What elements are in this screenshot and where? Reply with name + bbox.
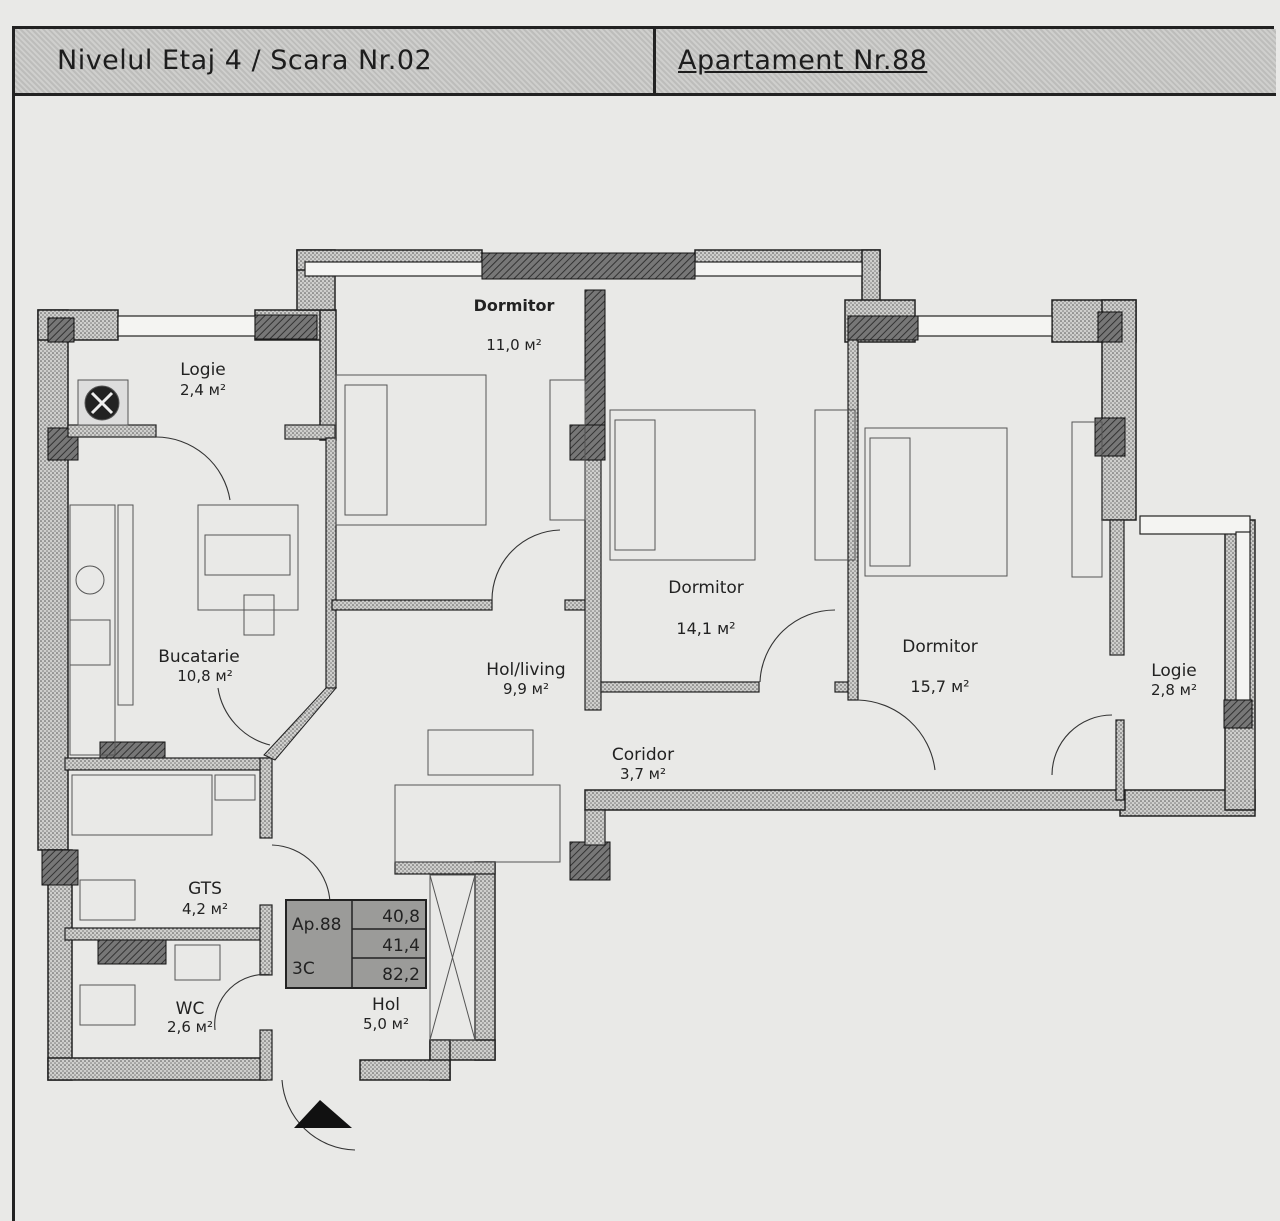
summary-value-2: 41,4 <box>382 936 420 956</box>
kitchen-diagonal-wall <box>263 687 338 761</box>
summary-value-3: 82,2 <box>382 965 420 985</box>
interior-walls <box>64 339 1125 1081</box>
logie-2-name: Logie <box>1151 661 1197 681</box>
sheet-frame <box>12 26 1274 1221</box>
dormitor-1-name: Dormitor <box>474 296 555 315</box>
coridor-area: 3,7 м² <box>620 765 666 783</box>
dormitor-3-name: Dormitor <box>902 637 978 657</box>
hol-living-area: 9,9 м² <box>503 680 549 698</box>
logie-2-area: 2,8 м² <box>1151 681 1197 699</box>
wc-area: 2,6 м² <box>167 1018 213 1036</box>
bucatarie-area: 10,8 м² <box>177 667 233 685</box>
bucatarie-name: Bucatarie <box>158 647 239 667</box>
furniture <box>69 374 1103 1041</box>
dormitor-3-area: 15,7 м² <box>910 677 969 696</box>
hol-name: Hol <box>372 995 400 1015</box>
summary-type: 3C <box>292 959 315 979</box>
windows <box>117 261 1251 701</box>
gts-area: 4,2 м² <box>182 900 228 918</box>
dormitor-2-area: 14,1 м² <box>676 619 735 638</box>
summary-box: Ap.88 3C 40,8 41,4 82,2 <box>285 899 427 989</box>
hol-area: 5,0 м² <box>363 1015 409 1033</box>
door-swings <box>155 436 1113 1151</box>
logie-1-area: 2,4 м² <box>180 381 226 399</box>
gts-name: GTS <box>188 879 222 899</box>
wc-name: WC <box>176 999 205 1019</box>
dormitor-1-area: 11,0 м² <box>486 336 542 354</box>
room-labels: Logie 2,4 м² Dormitor 11,0 м² Dormitor 1… <box>158 296 1197 1036</box>
apartment-title: Apartament Nr.88 <box>678 45 928 76</box>
header-level-cell: Nivelul Etaj 4 / Scara Nr.02 <box>15 29 656 96</box>
header-apartment-cell: Apartament Nr.88 <box>656 29 1276 96</box>
entrance-arrow-icon <box>294 1100 352 1128</box>
dormitor-2-name: Dormitor <box>668 578 744 598</box>
hol-living-name: Hol/living <box>486 660 565 680</box>
summary-apartment: Ap.88 <box>292 915 341 935</box>
logie-1-name: Logie <box>180 360 226 380</box>
level-title: Nivelul Etaj 4 / Scara Nr.02 <box>57 45 433 76</box>
coridor-name: Coridor <box>612 745 674 765</box>
summary-value-1: 40,8 <box>382 907 420 927</box>
structural-columns <box>41 252 1253 965</box>
